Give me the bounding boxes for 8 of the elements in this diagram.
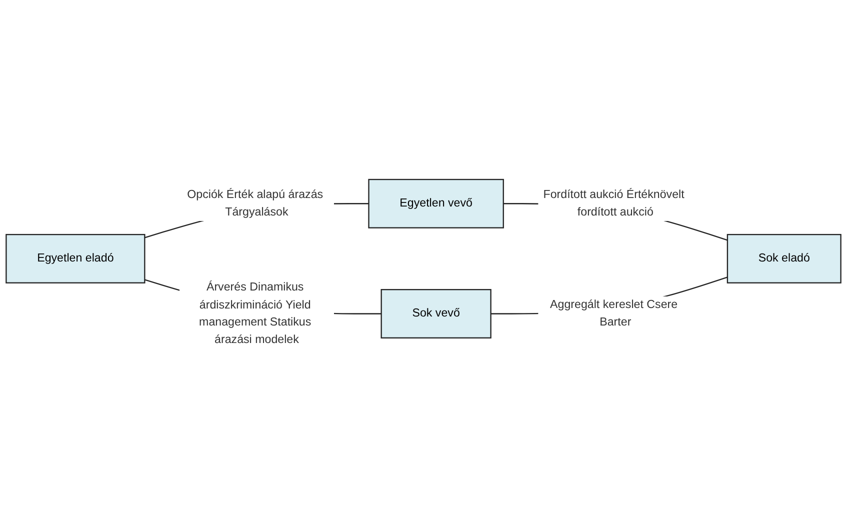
edge-label: Fordított aukció Értéknövelt fordított aukció <box>543 188 684 218</box>
edge-label: Aggregált kereslet Csere Barter <box>550 298 678 328</box>
edge-label: Árverés Dinamikus árdiszkrimináció Yield management Statikus árazási modelek <box>199 280 312 346</box>
node-box: Egyetlen vevő <box>368 178 504 228</box>
edge-label: Opciók Érték alapú árazás Tárgyalások <box>187 188 324 218</box>
node-box: Egyetlen eladó <box>6 234 146 284</box>
node-box: Sok vevő <box>380 289 492 338</box>
node-box: Sok eladó <box>726 234 842 284</box>
